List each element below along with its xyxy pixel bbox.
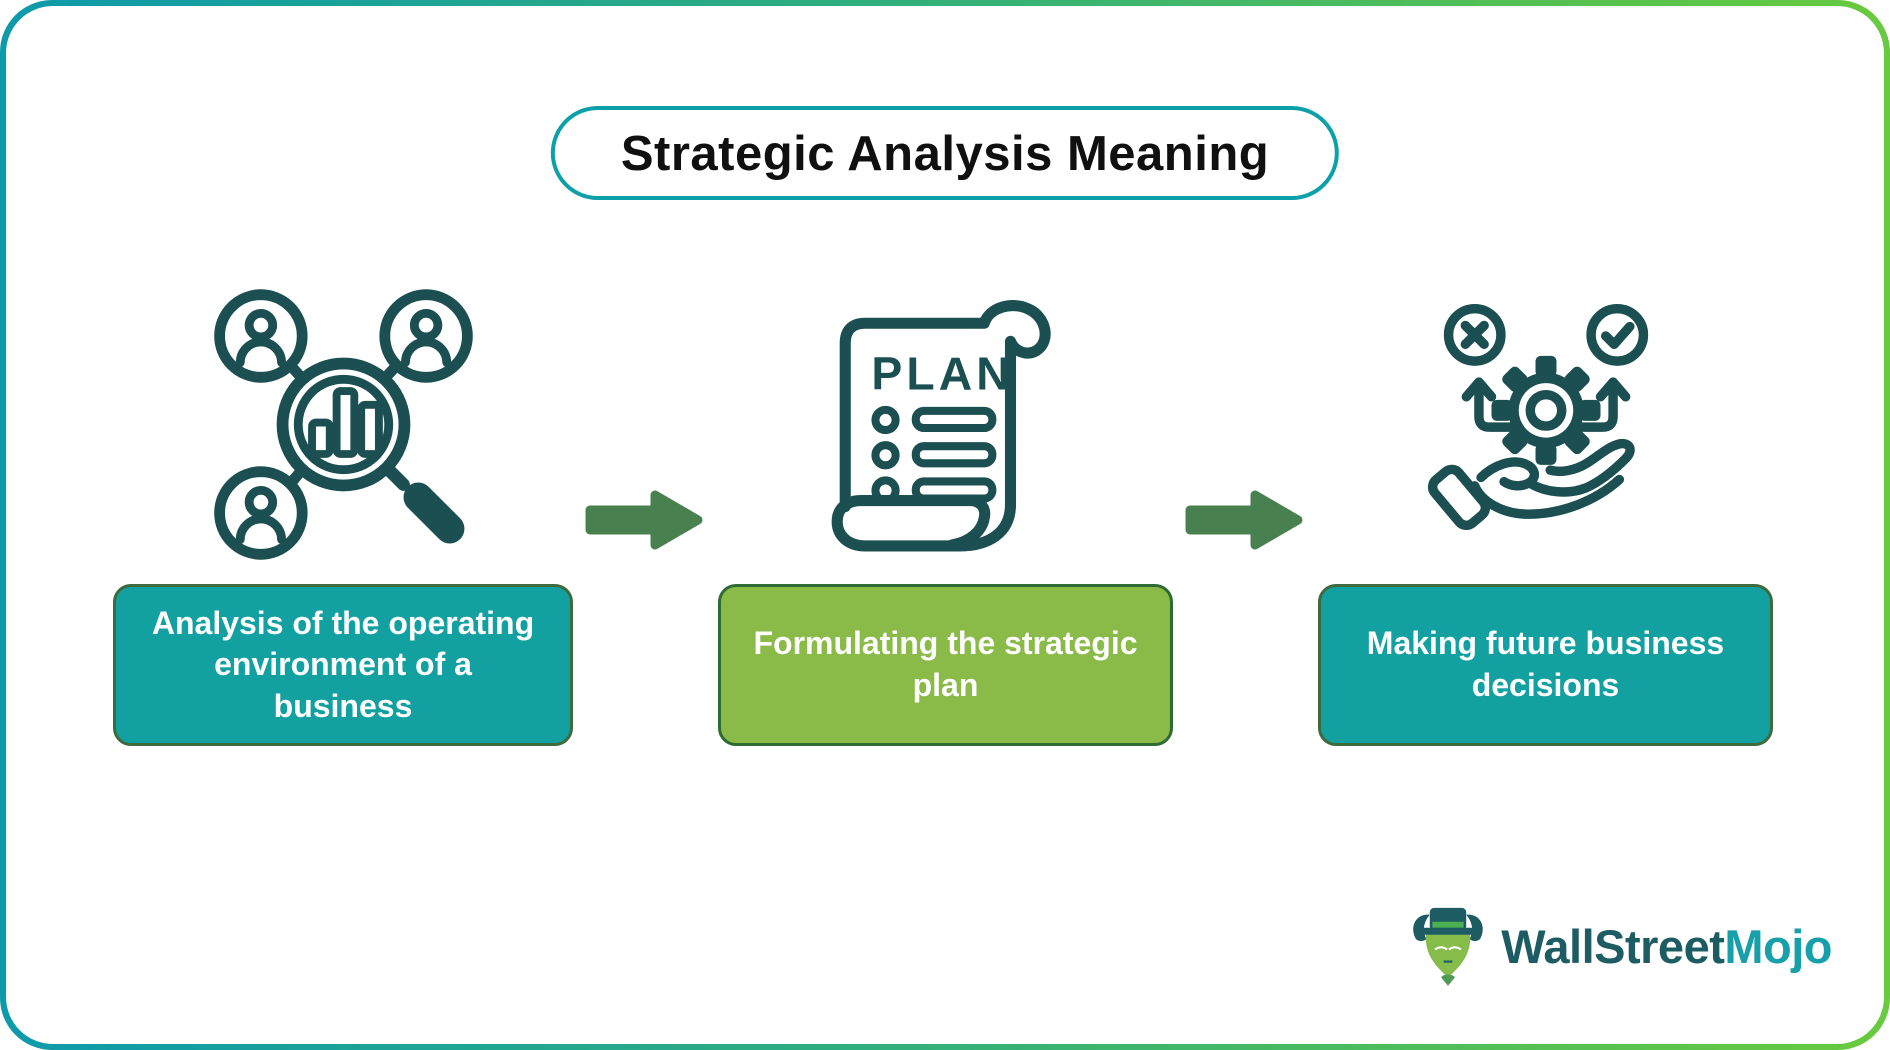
step-environment-analysis: Analysis of the operating environment of… — [113, 278, 573, 746]
page-background — [6, 6, 1884, 1044]
bull-with-top-hat-logo-icon — [1413, 907, 1484, 986]
hand-gear-decision-icon — [1420, 278, 1672, 570]
gear-icon — [1491, 355, 1600, 465]
brand-name-secondary: Mojo — [1724, 919, 1832, 973]
arrow-right-icon — [1185, 490, 1303, 550]
step-future-decisions: Making future business decisions — [1318, 278, 1773, 746]
person-circle-top-right — [378, 288, 473, 383]
person-circle-bottom-left — [213, 465, 308, 560]
brand-name: WallStreetMojo — [1501, 919, 1832, 974]
market-analysis-magnifier-icon — [196, 278, 491, 570]
step-strategic-plan: PLAN Formulating the strategic plan — [718, 278, 1173, 746]
brand-name-primary: WallStreet — [1501, 919, 1725, 973]
step-box-strategic-plan: Formulating the strategic plan — [718, 584, 1173, 746]
plan-text: PLAN — [871, 348, 1013, 400]
person-circle-top-left — [213, 288, 308, 383]
plan-scroll-icon: PLAN — [820, 278, 1072, 570]
step-box-future-decisions: Making future business decisions — [1318, 584, 1773, 746]
check-circle-icon — [1585, 304, 1648, 366]
hand-icon — [1427, 438, 1635, 531]
page-title: Strategic Analysis Meaning — [550, 106, 1340, 200]
arrow-right-icon — [585, 490, 703, 550]
step-box-environment-analysis: Analysis of the operating environment of… — [113, 584, 573, 746]
brand-logo: WallStreetMojo — [1409, 900, 1832, 992]
cross-circle-icon — [1443, 304, 1506, 366]
